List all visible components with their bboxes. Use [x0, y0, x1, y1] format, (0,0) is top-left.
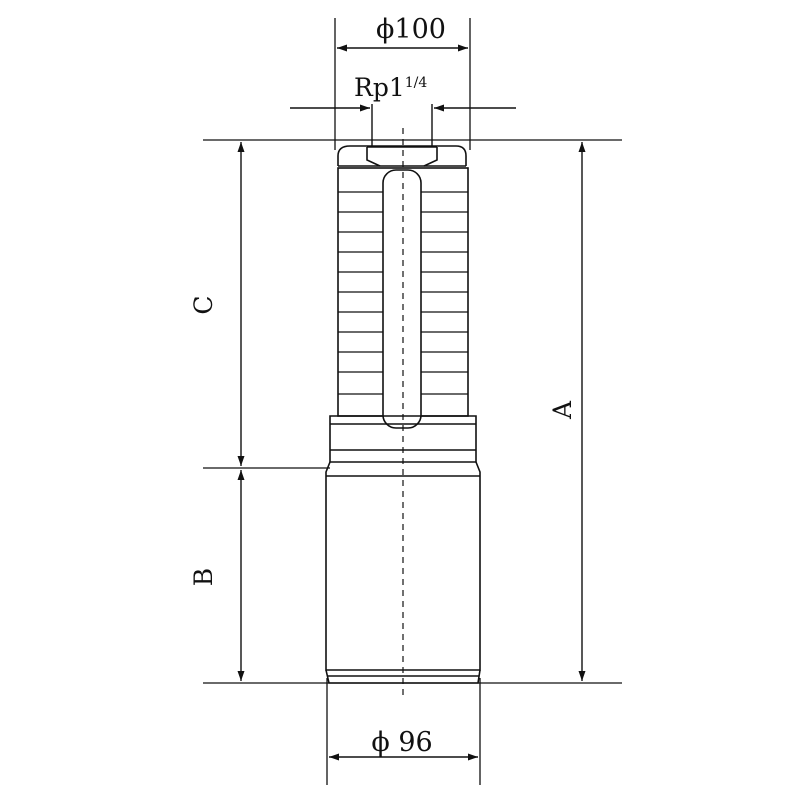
dimension-b-label: B [189, 568, 218, 586]
dimension-lines [237, 44, 586, 761]
dimension-a-label: A [548, 400, 577, 420]
dimension-c-label: C [189, 295, 218, 314]
top-diameter-label: ϕ100 [376, 14, 446, 45]
thread-label-main: Rp1 [354, 73, 405, 102]
thread-label-fraction: 1/4 [405, 75, 428, 91]
thread-label: Rp11/4 [354, 73, 427, 102]
cable-guard [382, 169, 422, 429]
bottom-diameter-label: ϕ 96 [371, 727, 432, 758]
discharge-head [337, 145, 467, 166]
